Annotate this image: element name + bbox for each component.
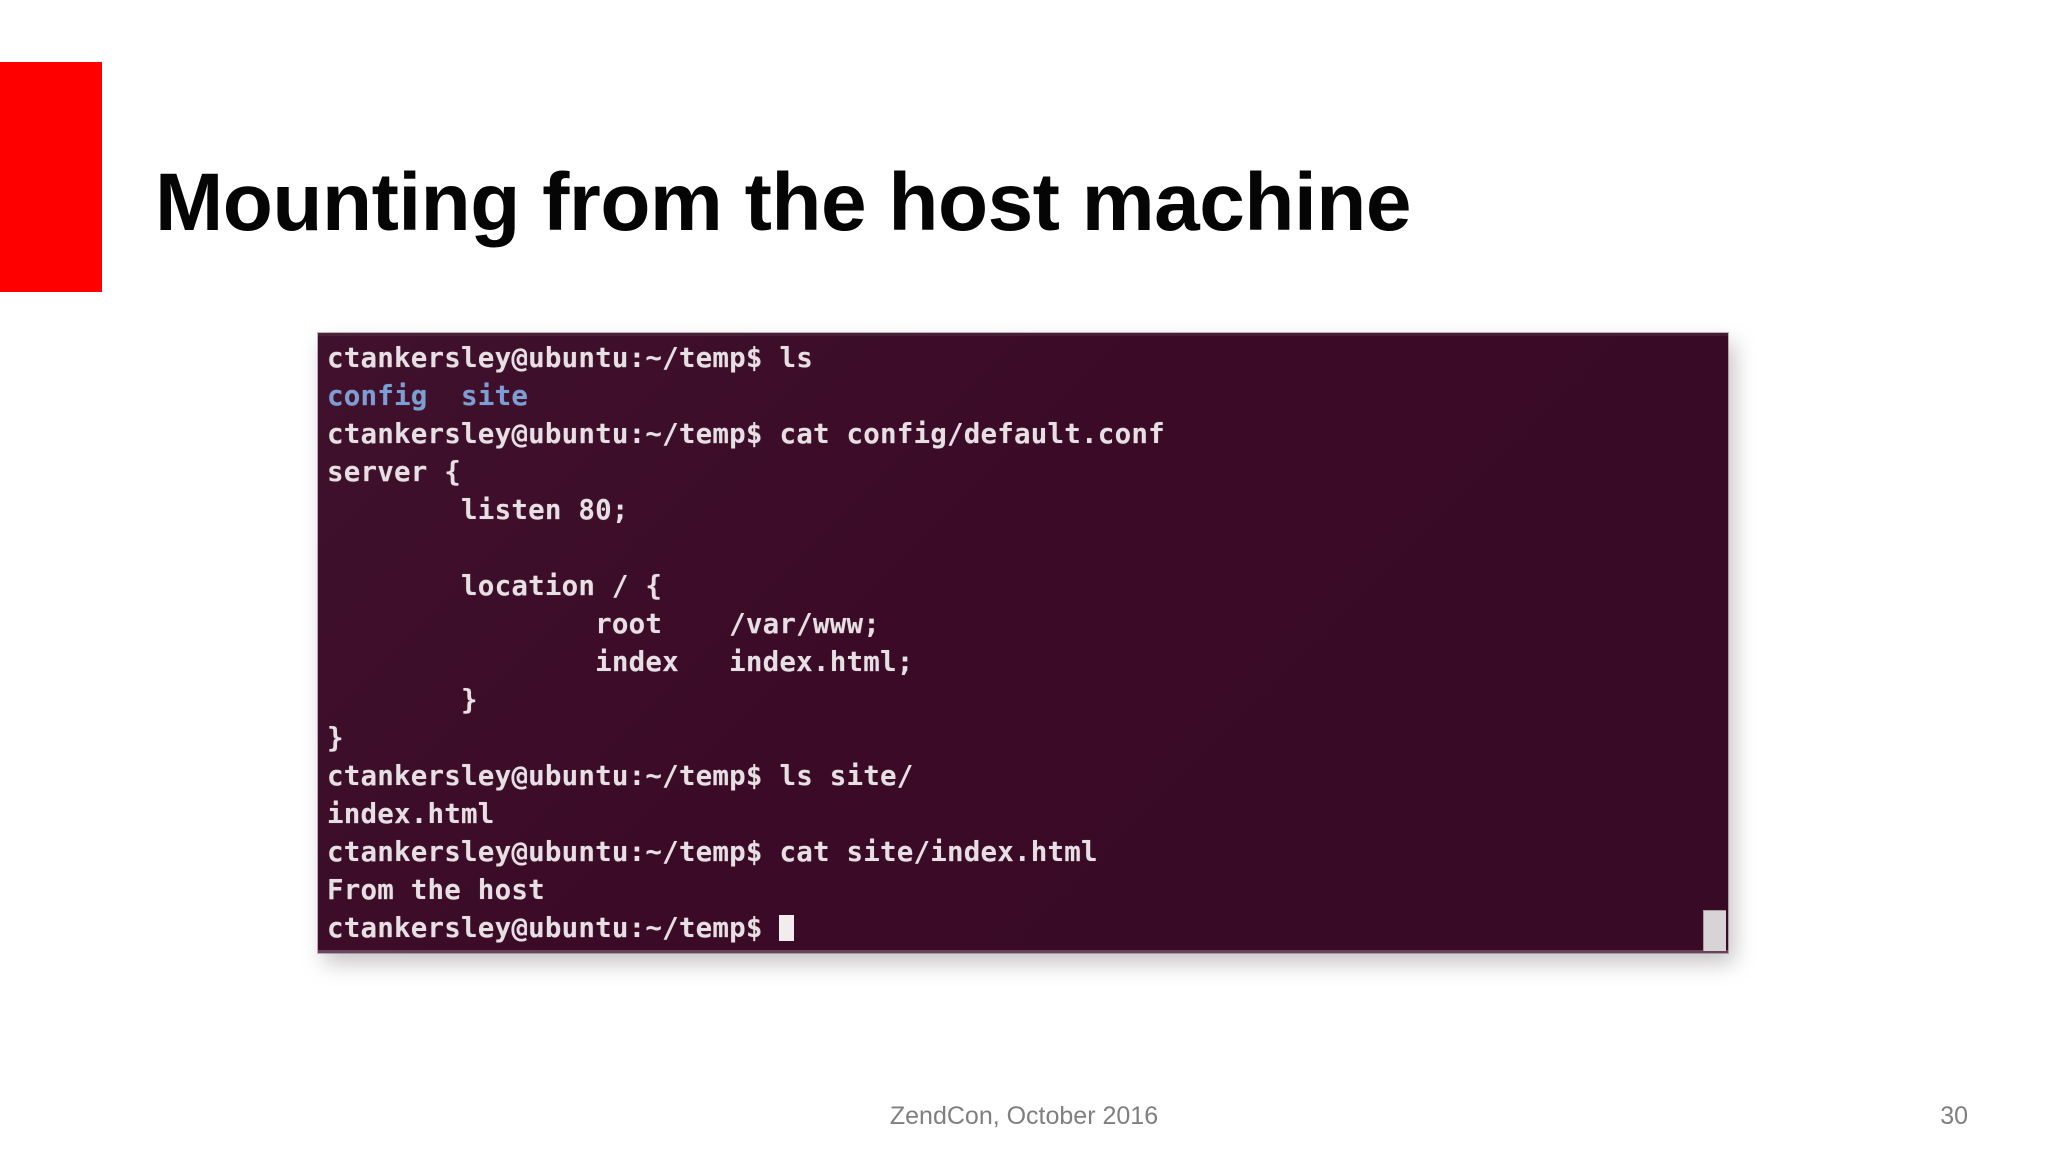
terminal-line [327, 529, 1728, 567]
terminal-output-text: server { [327, 456, 462, 488]
terminal-line: } [327, 681, 1728, 719]
terminal-prompt: ctankersley@ubuntu:~/temp$ [327, 418, 780, 450]
terminal-line: index.html [327, 795, 1728, 833]
terminal-line: index index.html; [327, 643, 1728, 681]
terminal-line: ctankersley@ubuntu:~/temp$ ls [327, 339, 1728, 377]
slide-number: 30 [1940, 1102, 1968, 1130]
red-accent-bar [0, 62, 102, 292]
terminal-prompt: ctankersley@ubuntu:~/temp$ [327, 836, 780, 868]
terminal-command: cat config/default.conf [779, 418, 1165, 450]
window-resize-grip[interactable] [1703, 910, 1726, 951]
terminal-prompt: ctankersley@ubuntu:~/temp$ [327, 912, 780, 944]
terminal-line: server { [327, 453, 1728, 491]
terminal-command: ls [779, 342, 813, 374]
terminal-directory-entries: config site [327, 380, 529, 412]
terminal-output-text: location / { [327, 570, 663, 602]
terminal-output-text: root /var/www; [327, 608, 880, 640]
terminal-line: From the host [327, 871, 1728, 909]
terminal-output-text: } [327, 722, 344, 754]
terminal-output-text: From the host [327, 874, 545, 906]
terminal-output-text: } [327, 684, 478, 716]
terminal-output-text: index.html [327, 798, 495, 830]
terminal-line: root /var/www; [327, 605, 1728, 643]
terminal-output-text: listen 80; [327, 494, 629, 526]
terminal-output-text: index index.html; [327, 646, 914, 678]
terminal-line: config site [327, 377, 1728, 415]
terminal-line: ctankersley@ubuntu:~/temp$ cat site/inde… [327, 833, 1728, 871]
terminal-line: } [327, 719, 1728, 757]
terminal-prompt: ctankersley@ubuntu:~/temp$ [327, 760, 780, 792]
terminal-line: ctankersley@ubuntu:~/temp$ ls site/ [327, 757, 1728, 795]
terminal-command: cat site/index.html [779, 836, 1098, 868]
terminal-cursor [779, 915, 795, 941]
terminal-line: location / { [327, 567, 1728, 605]
window-bottom-edge [318, 950, 1728, 953]
footer-conference-label: ZendCon, October 2016 [889, 1102, 1159, 1130]
terminal-command: ls site/ [779, 760, 914, 792]
terminal-line: listen 80; [327, 491, 1728, 529]
terminal-line: ctankersley@ubuntu:~/temp$ cat config/de… [327, 415, 1728, 453]
terminal-line: ctankersley@ubuntu:~/temp$ [327, 909, 1728, 947]
terminal-prompt: ctankersley@ubuntu:~/temp$ [327, 342, 780, 374]
page-title: Mounting from the host machine [155, 156, 1411, 248]
